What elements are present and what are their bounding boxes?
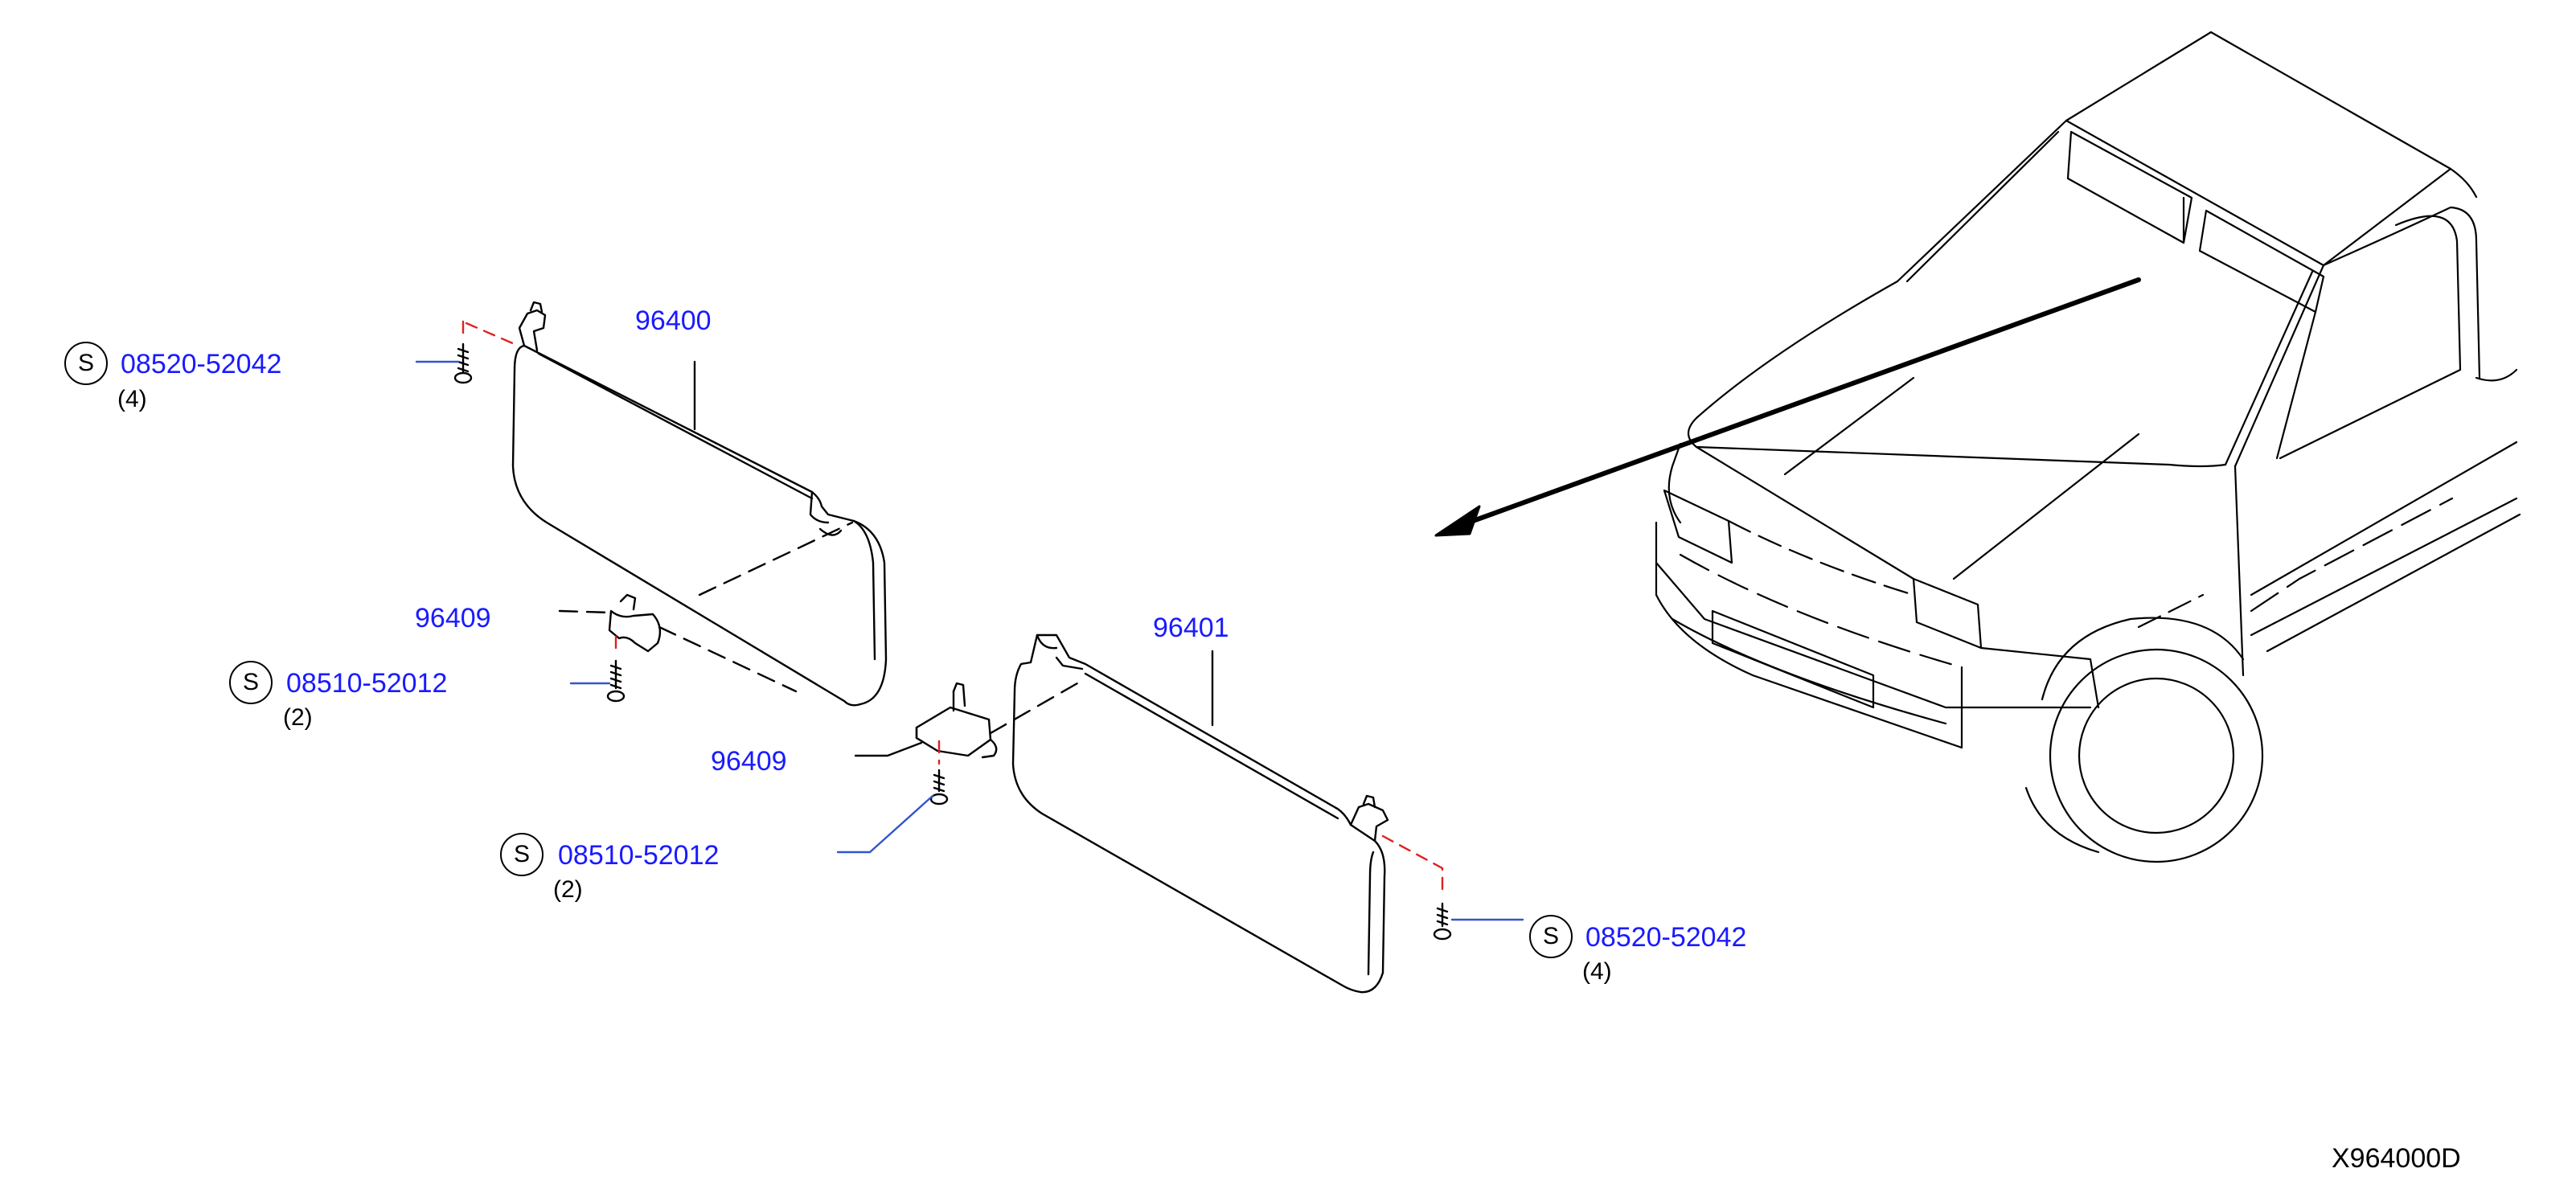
part-number-label[interactable]: 08520-52042 — [121, 349, 282, 379]
standard-part-symbol: S — [64, 342, 108, 385]
standard-part-symbol: S — [500, 833, 544, 876]
leader-lines — [693, 360, 1214, 757]
standard-part-symbol: S — [1529, 915, 1573, 958]
assembly-lines — [558, 521, 1079, 735]
sun-visor-right — [915, 633, 1389, 994]
direction-arrow — [1453, 277, 2141, 530]
part-number-label[interactable]: 96409 — [711, 746, 787, 777]
part-number-label[interactable]: 08510-52012 — [558, 840, 720, 871]
quantity-label: (4) — [117, 386, 147, 412]
vehicle-illustration — [1655, 31, 2521, 863]
sun-visor-left — [511, 301, 888, 707]
standard-part-symbol: S — [229, 661, 273, 704]
part-number-label[interactable]: 96400 — [635, 305, 712, 336]
part-number-label[interactable]: 08520-52042 — [1585, 922, 1747, 953]
fastener-lines — [461, 320, 1444, 897]
part-number-label[interactable]: 96401 — [1153, 613, 1229, 643]
quantity-label: (2) — [283, 704, 313, 731]
quantity-label: (4) — [1582, 958, 1612, 985]
leader-lines-blue — [415, 360, 1524, 921]
part-number-label[interactable]: 96409 — [415, 603, 491, 633]
quantity-label: (2) — [553, 876, 583, 903]
part-number-label[interactable]: 08510-52012 — [286, 668, 448, 699]
screw-icons — [453, 342, 1452, 941]
arrow-head-icon — [1434, 505, 1481, 537]
diagram-reference-code: X964000D — [2332, 1143, 2461, 1174]
